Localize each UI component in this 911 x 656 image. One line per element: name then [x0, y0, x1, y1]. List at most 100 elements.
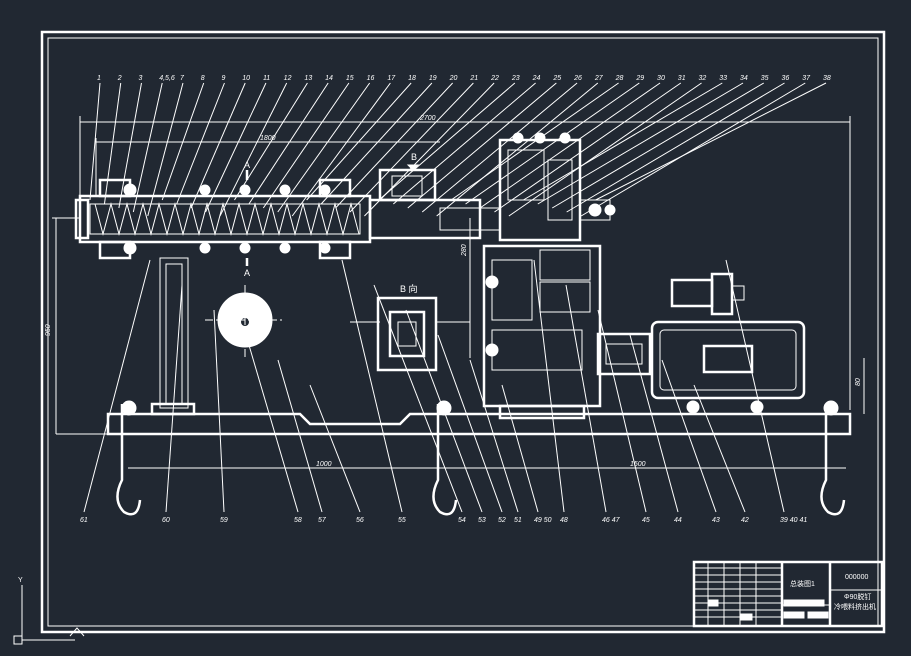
part-number-5: 7: [180, 75, 185, 82]
leader-line: [597, 309, 647, 513]
part-number-25: 27: [594, 75, 604, 82]
leader-line: [378, 82, 516, 201]
svg-text:1000: 1000: [316, 461, 332, 468]
part-number-29: 31: [678, 75, 686, 82]
part-number-bottom-10: 52: [498, 517, 506, 524]
ucs-axis-icon: Y: [13, 577, 85, 645]
leader-line: [465, 82, 640, 205]
svg-text:950: 950: [45, 324, 52, 336]
leader-line: [437, 334, 503, 513]
leader-line: [407, 82, 557, 209]
part-number-35: 37: [802, 75, 811, 82]
leader-line: [320, 82, 433, 205]
section-view-b: B 向: [350, 283, 470, 372]
barrel-support-frame: [150, 257, 196, 416]
leader-line: [566, 82, 785, 213]
title-block: 总装图1 000000 Φ90脱钉 冷喂料挤出机: [692, 560, 884, 628]
leader-line: [219, 82, 288, 217]
lifting-hook-2: [432, 400, 458, 516]
part-number-27: 29: [635, 75, 644, 82]
leader-line: [248, 82, 329, 205]
leader-line: [89, 82, 101, 201]
leader-line: [341, 259, 403, 513]
part-number-1: 1: [97, 75, 101, 82]
leader-line: [277, 359, 323, 513]
title-drawing-name: 总装图1: [790, 579, 815, 588]
leader-line: [595, 82, 827, 201]
leader-line: [537, 82, 744, 205]
part-number-24: 26: [573, 75, 582, 82]
part-number-7: 9: [221, 75, 225, 82]
sheet-outer-border: [40, 30, 886, 634]
part-number-bottom-15: 45: [642, 517, 650, 524]
sheet-inner-border: [47, 37, 879, 627]
leader-line: [213, 309, 225, 513]
part-number-bottom-18: 42: [741, 517, 749, 524]
part-number-18: 20: [449, 75, 458, 82]
title-drawing-code: 000000: [845, 574, 868, 581]
part-number-8: 10: [242, 75, 250, 82]
title-product-line2: 冷喂料挤出机: [834, 602, 876, 611]
part-number-bottom-7: 55: [398, 517, 406, 524]
dimension-base: 1000 1500: [128, 461, 846, 469]
part-number-23: 25: [552, 75, 561, 82]
part-number-bottom-9: 53: [478, 517, 486, 524]
part-number-bottom-2: 60: [162, 517, 170, 524]
leader-line: [373, 284, 463, 513]
part-number-3: 3: [138, 75, 142, 82]
leader-line: [450, 82, 619, 201]
part-number-19: 21: [469, 75, 478, 82]
leader-line: [335, 82, 453, 209]
svg-text:2700: 2700: [419, 115, 436, 122]
leader-line: [234, 82, 308, 201]
leader-line: [147, 82, 184, 217]
leader-line: [103, 82, 122, 205]
part-number-15: 17: [387, 75, 396, 82]
leader-line: [501, 384, 539, 513]
gearbox: [482, 132, 616, 420]
dimension-gear: 280: [461, 218, 471, 358]
section-marker-b: B: [406, 152, 420, 171]
svg-text:B 向: B 向: [400, 283, 418, 294]
leader-line: [262, 82, 350, 209]
part-number-14: 16: [367, 75, 375, 82]
leader-line: [176, 82, 225, 205]
leader-line: [523, 82, 723, 201]
title-product-line1: Φ90脱钉: [844, 592, 871, 601]
part-number-34: 36: [782, 75, 790, 82]
svg-text:1800: 1800: [260, 135, 276, 142]
part-number-bottom-16: 44: [674, 517, 682, 524]
dimension-motor: 80: [855, 358, 865, 414]
leader-line: [277, 82, 371, 213]
part-number-6: 8: [201, 75, 205, 82]
part-number-bottom-11: 51: [514, 517, 522, 524]
svg-text:80: 80: [855, 378, 862, 386]
leader-line: [580, 82, 806, 217]
part-number-bottom-4: 58: [294, 517, 302, 524]
part-number-33: 35: [761, 75, 769, 82]
part-number-13: 15: [346, 75, 354, 82]
part-number-bottom-6: 56: [356, 517, 364, 524]
part-number-bottom-14: 46 47: [602, 517, 621, 524]
leader-line: [83, 259, 151, 513]
svg-text:A: A: [244, 160, 250, 170]
part-number-bottom-12: 49 50: [534, 517, 552, 524]
dimension-overall: 2700: [79, 115, 851, 410]
part-number-bottom-3: 59: [220, 517, 228, 524]
leader-line: [494, 82, 682, 213]
svg-text:B: B: [411, 152, 417, 162]
leader-line: [436, 82, 599, 217]
part-number-bottom-8: 54: [458, 517, 466, 524]
leader-line: [421, 82, 578, 213]
leader-line: [306, 82, 412, 201]
part-number-32: 34: [740, 75, 748, 82]
part-number-9: 11: [263, 75, 270, 82]
part-number-22: 24: [532, 75, 541, 82]
part-number-31: 33: [719, 75, 727, 82]
section-view-a: [205, 285, 285, 360]
axis-y-label: Y: [18, 577, 23, 584]
lifting-hook-1: [116, 400, 142, 516]
